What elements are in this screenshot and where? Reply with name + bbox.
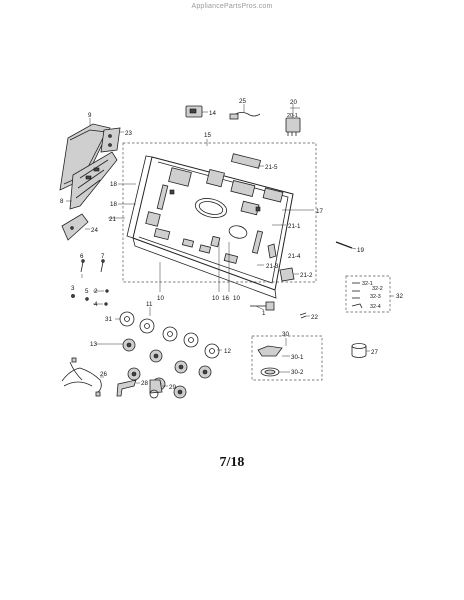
callout-21-2: 21-2 [300,272,313,279]
part-24-sub-board [61,213,90,241]
part-21-4-clip [267,243,277,259]
part-2-screw [105,289,109,293]
part-5-screw [85,297,89,301]
part-21-2-bracket [279,267,299,282]
callout-30: 30 [282,331,289,338]
part-20-switch [285,104,301,136]
knob-array [162,326,220,359]
part-22-clip [299,312,307,319]
callout-21-4: 21-4 [288,253,301,260]
callout-31: 31 [105,316,112,323]
callout-16: 16 [222,295,229,302]
part-1-connector [250,301,275,311]
assembly-boundary [122,142,317,283]
callout-20: 20 [290,99,297,106]
part-14-connector [185,105,208,118]
callout-32: 32 [396,293,403,300]
callout-18-lower: 18 [110,201,117,208]
callout-29: 29 [169,384,176,391]
part-32-group-box [345,275,391,313]
callout-25: 25 [239,98,246,105]
callout-24: 24 [91,227,98,234]
callout-13: 13 [90,341,97,348]
part-23-bracket [100,127,124,153]
callout-28: 28 [141,380,148,387]
part-15-base-frame [126,153,294,299]
part-13-knob-base [122,338,212,399]
part-4-screw [104,302,108,306]
callout-27: 27 [371,349,378,356]
callout-19: 19 [357,247,364,254]
part-25-sensor [229,104,261,120]
callout-32-3: 32-3 [370,294,381,300]
callout-30-2: 30-2 [291,369,304,376]
callout-6: 6 [80,253,84,260]
part-3-screw [71,294,75,298]
part-6-screw [80,259,85,273]
page-number: 7/18 [219,455,245,470]
callout-4: 4 [94,301,98,308]
callout-15: 15 [204,132,211,139]
callout-2: 2 [94,288,98,295]
leader-lines [81,139,394,387]
callout-23: 23 [125,130,132,137]
part-8-control-board [66,151,118,210]
part-32-hardware [351,282,363,309]
callout-5: 5 [85,288,89,295]
callout-32-1: 32-1 [362,281,373,287]
callout-22: 22 [311,314,318,321]
callout-32-2: 32-2 [372,286,383,292]
callout-21: 21 [109,216,116,223]
callout-14: 14 [209,110,216,117]
watermark: AppliancePartsPros.com [191,3,273,10]
part-28-bracket [116,379,137,397]
callout-3: 3 [71,285,75,292]
callout-1: 1 [262,310,266,317]
callout-21-1: 21-1 [288,223,301,230]
part-7-screw [100,259,105,273]
callout-labels: 1 2 3 4 5 6 7 8 9 10 10 10 11 12 13 14 1… [60,98,403,391]
callout-10-right: 10 [233,295,240,302]
part-19-rod [335,241,353,249]
callout-9: 9 [88,112,92,119]
callout-30-1: 30-1 [291,354,304,361]
callout-18-upper: 18 [110,181,117,188]
part-27-cap [351,343,367,358]
callout-11: 11 [146,301,153,308]
callout-10-mid: 10 [212,295,219,302]
part-31-knob [119,311,135,327]
callout-26: 26 [100,371,107,378]
callout-10-left: 10 [157,295,164,302]
part-30-group-box [251,335,323,381]
part-11-knob [139,318,155,334]
callout-12: 12 [224,348,231,355]
callout-32-4: 32-4 [370,304,381,310]
callout-7: 7 [101,253,105,260]
callout-17: 17 [316,208,323,215]
part-29-valve [149,379,163,399]
callout-21-5: 21-5 [265,164,278,171]
callout-8: 8 [60,198,64,205]
callout-21-3: 21-3 [266,263,279,270]
part-26-wire-harness [61,357,102,397]
callout-20-1: 20-1 [287,113,298,119]
part-30-burner [257,345,283,377]
